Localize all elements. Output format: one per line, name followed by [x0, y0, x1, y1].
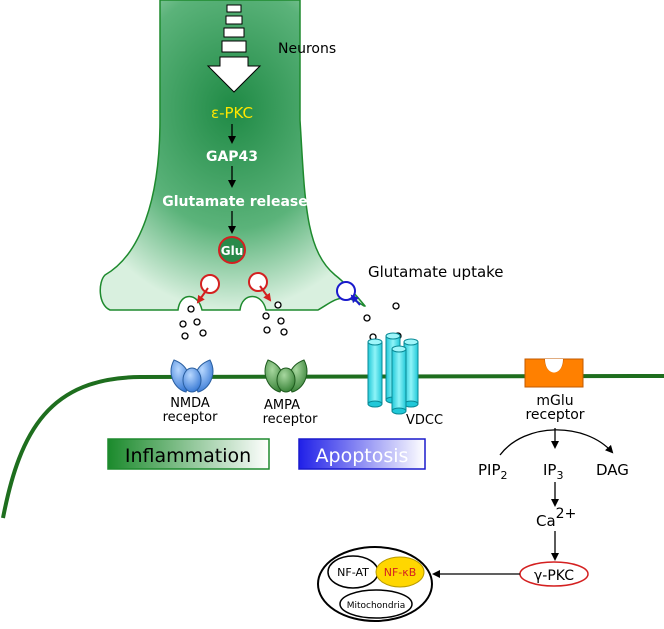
- ampa-label-2: receptor: [263, 412, 319, 427]
- apoptosis-box: Apoptosis: [298, 438, 426, 470]
- apoptosis-label: Apoptosis: [316, 445, 409, 467]
- nmda-receptor-icon: [170, 359, 214, 393]
- vdcc-label: VDCC: [406, 413, 443, 428]
- glutamate-release-label: Glutamate release: [162, 194, 307, 210]
- vdcc-channel-icon: [367, 332, 419, 415]
- gap43-label: GAP43: [206, 149, 258, 165]
- ip3-label: IP3: [543, 461, 563, 482]
- vesicle-nmda-release: [196, 274, 220, 304]
- neuron-terminal: [99, 0, 367, 311]
- ampa-label-1: AMPA: [264, 398, 300, 413]
- arc-pip2-dag: [499, 429, 614, 456]
- vesicle-uptake: [336, 281, 361, 306]
- glu-vesicle: Glu: [218, 236, 246, 264]
- mglu-label-1: mGlu: [536, 393, 573, 409]
- gpkc-label: γ-PKC: [534, 568, 574, 584]
- postsynaptic-membrane: [1, 374, 664, 519]
- glutamate-uptake-label: Glutamate uptake: [368, 263, 504, 281]
- inflammation-box: Inflammation: [107, 438, 270, 470]
- epkc-label: ε-PKC: [211, 104, 253, 122]
- nfat-label: NF-AT: [337, 566, 369, 579]
- nfkb-label: NF-κB: [384, 566, 417, 579]
- pip2-label: PIP2: [478, 461, 508, 482]
- gpkc-node: γ-PKC: [519, 561, 589, 587]
- glu-label: Glu: [221, 244, 244, 258]
- vesicle-ampa-release: [248, 272, 272, 302]
- mglu-label-2: receptor: [525, 407, 584, 423]
- ca-label: Ca2+: [536, 506, 576, 530]
- neurons-label: Neurons: [278, 41, 336, 57]
- signal-arrow-icon: [206, 4, 262, 93]
- nmda-label-2: receptor: [163, 410, 219, 425]
- inflammation-label: Inflammation: [125, 445, 251, 467]
- mitochondria-label: Mitochondria: [347, 601, 406, 611]
- ampa-receptor-icon: [264, 359, 308, 393]
- dag-label: DAG: [596, 461, 629, 479]
- nmda-label-1: NMDA: [170, 396, 210, 411]
- target-cluster: NF-AT NF-κB Mitochondria: [317, 546, 433, 622]
